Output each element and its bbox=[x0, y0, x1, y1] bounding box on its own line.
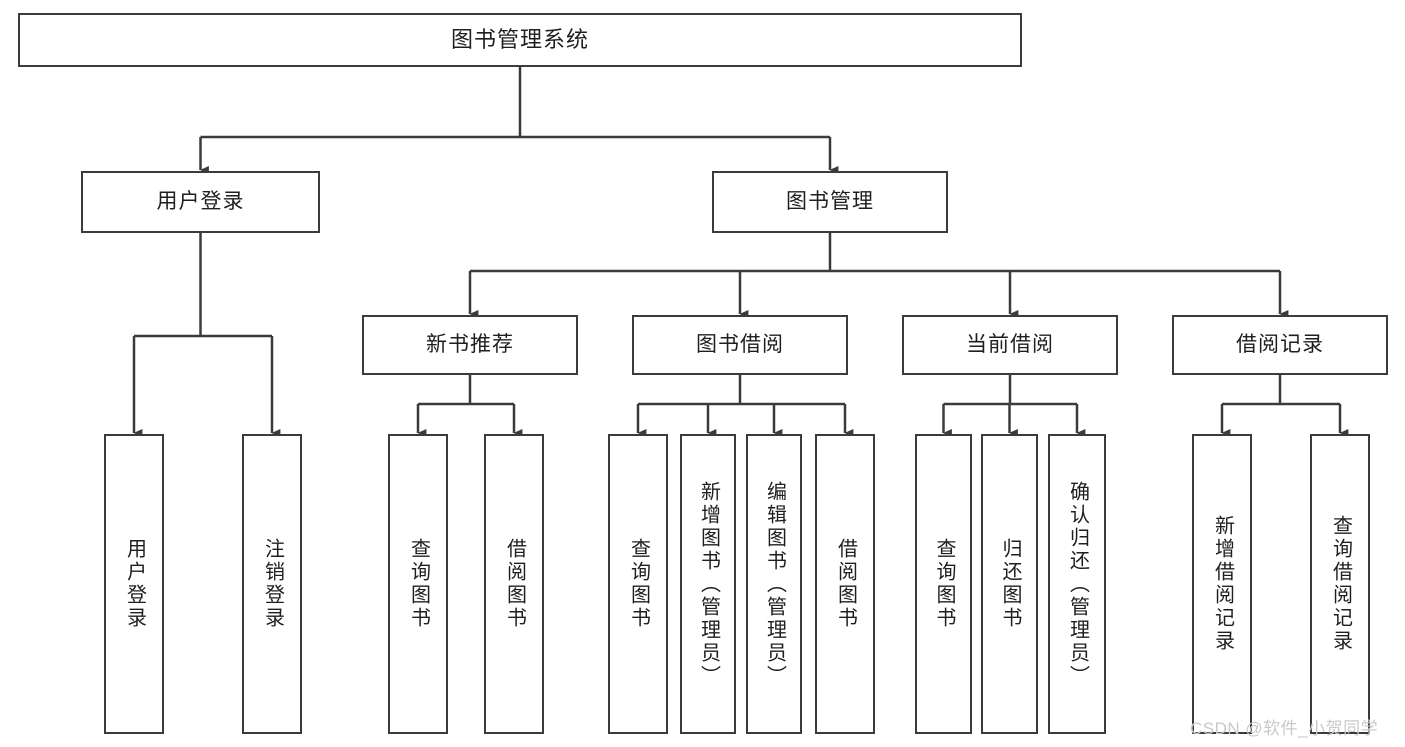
node-new-book-rec[interactable]: 新书推荐 bbox=[362, 315, 578, 375]
node-label: 查询图书 bbox=[407, 538, 430, 630]
node-leaf-bb-borrow[interactable]: 借阅图书 bbox=[815, 434, 875, 734]
edge-group bbox=[132, 67, 1349, 437]
node-book-manage[interactable]: 图书管理 bbox=[712, 171, 948, 233]
node-label: 注销登录 bbox=[261, 538, 284, 630]
node-label: 归还图书 bbox=[999, 538, 1021, 630]
node-user-login[interactable]: 用户登录 bbox=[81, 171, 320, 233]
node-leaf-bb-edit[interactable]: 编辑图书（管理员） bbox=[746, 434, 802, 734]
node-label: 借阅记录 bbox=[1236, 332, 1324, 356]
node-leaf-cb-confirm[interactable]: 确认归还（管理员） bbox=[1048, 434, 1106, 734]
node-label: 图书管理 bbox=[786, 189, 874, 213]
node-label: 新增借阅记录 bbox=[1211, 515, 1234, 653]
node-leaf-bb-query[interactable]: 查询图书 bbox=[608, 434, 668, 734]
node-current-borrow[interactable]: 当前借阅 bbox=[902, 315, 1118, 375]
node-label: 借阅图书 bbox=[834, 538, 857, 630]
node-label: 查询图书 bbox=[933, 538, 955, 630]
node-root[interactable]: 图书管理系统 bbox=[18, 13, 1022, 67]
node-label: 查询借阅记录 bbox=[1329, 515, 1352, 653]
node-book-borrow[interactable]: 图书借阅 bbox=[632, 315, 848, 375]
node-label: 图书管理系统 bbox=[450, 27, 589, 53]
node-leaf-cb-return[interactable]: 归还图书 bbox=[981, 434, 1038, 734]
node-label: 借阅图书 bbox=[503, 538, 526, 630]
node-label: 用户登录 bbox=[156, 189, 245, 213]
node-leaf-rec-query[interactable]: 查询图书 bbox=[388, 434, 448, 734]
node-label: 图书借阅 bbox=[696, 332, 784, 356]
node-label: 新书推荐 bbox=[426, 332, 514, 356]
node-label: 查询图书 bbox=[627, 538, 650, 630]
node-borrow-record[interactable]: 借阅记录 bbox=[1172, 315, 1388, 375]
node-label: 用户登录 bbox=[123, 538, 146, 630]
node-leaf-br-query[interactable]: 查询借阅记录 bbox=[1310, 434, 1370, 734]
node-leaf-cb-query[interactable]: 查询图书 bbox=[915, 434, 972, 734]
node-label: 当前借阅 bbox=[966, 332, 1054, 356]
node-label: 编辑图书（管理员） bbox=[763, 480, 786, 688]
node-leaf-user-login[interactable]: 用户登录 bbox=[104, 434, 164, 734]
csdn-watermark: CSDN @软件_小贺同学 bbox=[1190, 719, 1379, 738]
node-leaf-br-add[interactable]: 新增借阅记录 bbox=[1192, 434, 1252, 734]
node-leaf-user-logout[interactable]: 注销登录 bbox=[242, 434, 302, 734]
node-label: 确认归还（管理员） bbox=[1066, 480, 1089, 688]
node-label: 新增图书（管理员） bbox=[697, 480, 720, 688]
node-leaf-bb-add[interactable]: 新增图书（管理员） bbox=[680, 434, 736, 734]
node-leaf-rec-borrow[interactable]: 借阅图书 bbox=[484, 434, 544, 734]
